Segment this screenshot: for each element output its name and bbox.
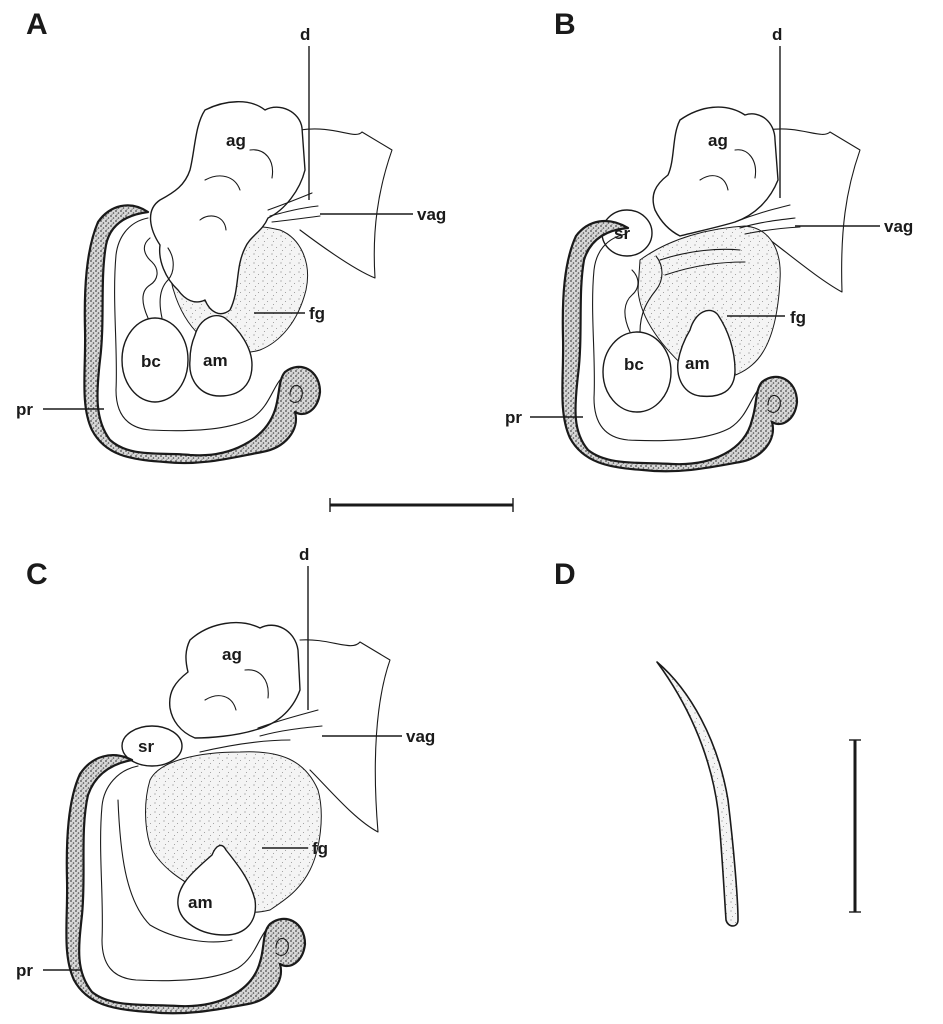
panel-b: B d ag sr vag fg bc am pr xyxy=(505,8,913,471)
panel-a: A d ag vag fg bc am pr xyxy=(16,8,446,463)
label-a-am: am xyxy=(203,351,228,370)
scale-bar-abc xyxy=(330,498,513,512)
label-c-am: am xyxy=(188,893,213,912)
label-c-d: d xyxy=(299,545,309,564)
panel-letter-c: C xyxy=(26,558,48,591)
albumen-gland xyxy=(653,107,778,236)
panel-letter-a: A xyxy=(26,8,48,41)
label-b-fg: fg xyxy=(790,308,806,327)
label-a-fg: fg xyxy=(309,304,325,323)
panel-letter-b: B xyxy=(554,8,576,41)
label-b-vag: vag xyxy=(884,217,913,236)
label-b-d: d xyxy=(772,25,782,44)
label-c-ag: ag xyxy=(222,645,242,664)
label-a-bc: bc xyxy=(141,352,161,371)
label-b-sr: sr xyxy=(614,224,630,243)
panel-c: C d ag sr vag fg am pr xyxy=(16,545,435,1013)
label-c-sr: sr xyxy=(138,737,154,756)
dart xyxy=(657,662,738,926)
label-a-pr: pr xyxy=(16,400,33,419)
label-b-pr: pr xyxy=(505,408,522,427)
label-b-ag: ag xyxy=(708,131,728,150)
label-a-vag: vag xyxy=(417,205,446,224)
label-a-ag: ag xyxy=(226,131,246,150)
label-a-d: d xyxy=(300,25,310,44)
label-c-pr: pr xyxy=(16,961,33,980)
label-b-am: am xyxy=(685,354,710,373)
label-c-vag: vag xyxy=(406,727,435,746)
body-wall-outline xyxy=(768,129,860,292)
panel-d: D xyxy=(554,558,861,926)
label-b-bc: bc xyxy=(624,355,644,374)
label-c-fg: fg xyxy=(312,839,328,858)
body-wall-outline xyxy=(300,129,392,278)
panel-letter-d: D xyxy=(554,558,576,591)
